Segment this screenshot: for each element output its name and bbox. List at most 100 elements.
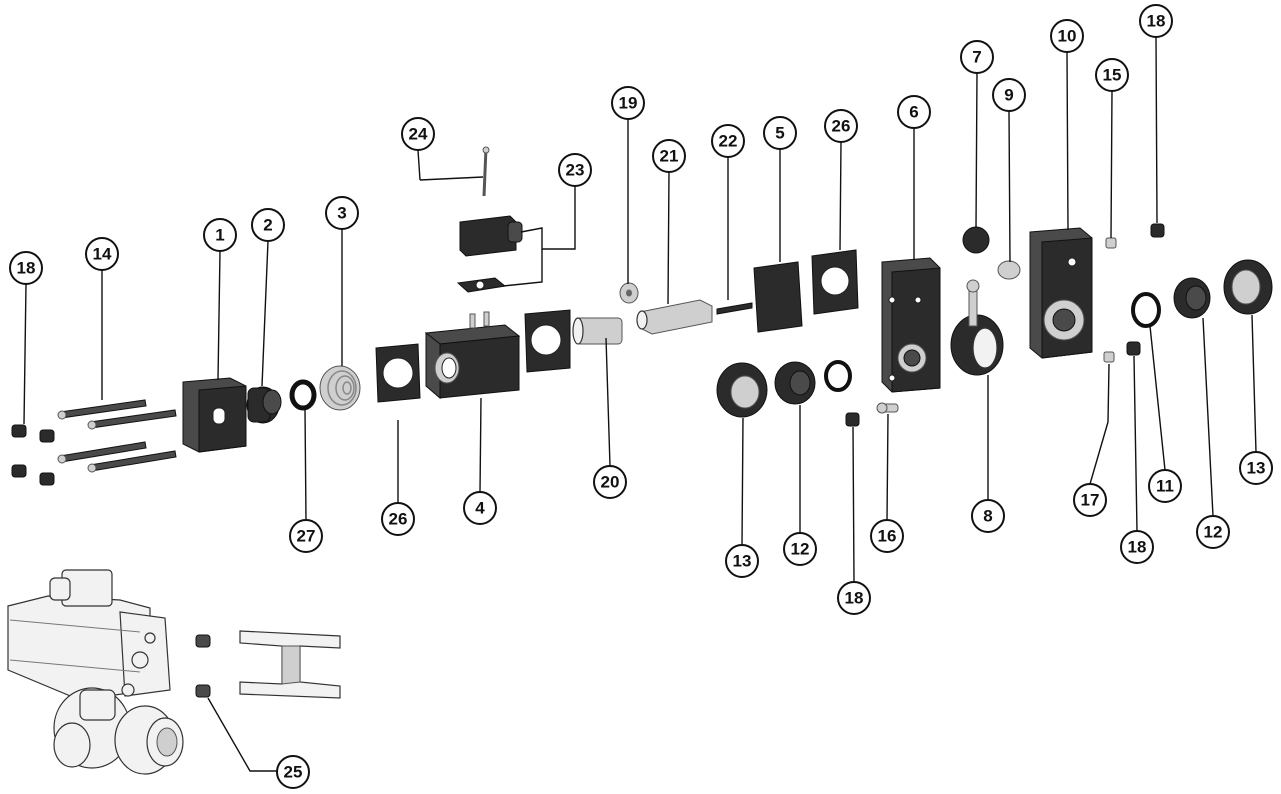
callout-20: 20 bbox=[593, 465, 627, 499]
callout-26-left: 26 bbox=[381, 502, 415, 536]
svg-text:21: 21 bbox=[660, 147, 679, 166]
part-17-nut bbox=[1103, 351, 1115, 363]
svg-text:17: 17 bbox=[1081, 491, 1100, 510]
assembled-valve bbox=[7, 569, 184, 775]
svg-text:23: 23 bbox=[566, 161, 585, 180]
callout-17: 17 bbox=[1073, 483, 1107, 517]
part-4-coil bbox=[424, 311, 521, 400]
callout-4: 4 bbox=[463, 491, 497, 525]
svg-text:12: 12 bbox=[1204, 523, 1223, 542]
part-20-tube bbox=[572, 317, 623, 345]
svg-text:22: 22 bbox=[719, 132, 738, 151]
svg-text:8: 8 bbox=[983, 507, 992, 526]
svg-text:13: 13 bbox=[733, 552, 752, 571]
svg-text:16: 16 bbox=[878, 527, 897, 546]
svg-text:27: 27 bbox=[297, 527, 316, 546]
callout-22: 22 bbox=[711, 124, 745, 158]
svg-text:18: 18 bbox=[17, 259, 36, 278]
callout-18-middle: 18 bbox=[837, 581, 871, 615]
part-5-plate bbox=[753, 261, 803, 333]
callout-13-right: 13 bbox=[1239, 451, 1273, 485]
svg-text:2: 2 bbox=[263, 216, 272, 235]
callout-10: 10 bbox=[1050, 19, 1084, 53]
svg-text:26: 26 bbox=[832, 117, 851, 136]
part-22-spring-rod bbox=[716, 302, 753, 315]
part-19-washer bbox=[619, 282, 639, 304]
part-26-gasket-middle bbox=[524, 309, 571, 373]
callout-25: 25 bbox=[276, 755, 310, 789]
svg-text:18: 18 bbox=[1128, 538, 1147, 557]
callout-11: 11 bbox=[1148, 469, 1182, 503]
part-o-ring-middle bbox=[824, 360, 852, 392]
callouts: 18 14 1 2 3 24 23 19 bbox=[9, 4, 1273, 789]
callout-5: 5 bbox=[763, 116, 797, 150]
callout-15: 15 bbox=[1095, 58, 1129, 92]
callout-6: 6 bbox=[897, 95, 931, 129]
callout-3: 3 bbox=[325, 196, 359, 230]
callout-13-left: 13 bbox=[725, 544, 759, 578]
svg-text:26: 26 bbox=[389, 510, 408, 529]
callout-18-far-left: 18 bbox=[9, 251, 43, 285]
part-7-cap bbox=[962, 226, 990, 254]
parts-layer bbox=[7, 146, 1273, 775]
svg-text:15: 15 bbox=[1103, 66, 1122, 85]
part-3-spring bbox=[319, 365, 361, 411]
callout-12-right: 12 bbox=[1196, 515, 1230, 549]
svg-text:10: 10 bbox=[1058, 27, 1077, 46]
part-16-screw bbox=[876, 402, 899, 414]
svg-text:12: 12 bbox=[791, 540, 810, 559]
part-21-plunger-tube bbox=[636, 299, 713, 335]
callout-14: 14 bbox=[85, 237, 119, 271]
callout-7: 7 bbox=[960, 40, 994, 74]
callout-23: 23 bbox=[558, 153, 592, 187]
callout-9: 9 bbox=[992, 78, 1026, 112]
svg-text:24: 24 bbox=[409, 125, 428, 144]
part-18-screw-top-right bbox=[1150, 223, 1165, 238]
leader-lines bbox=[23, 36, 1257, 772]
part-11-o-ring bbox=[1131, 292, 1161, 328]
svg-text:14: 14 bbox=[93, 245, 112, 264]
part-6-valve-body bbox=[881, 257, 941, 393]
callout-27: 27 bbox=[289, 519, 323, 553]
svg-text:7: 7 bbox=[972, 48, 981, 67]
part-9-plug bbox=[997, 260, 1021, 280]
part-18-screw-middle bbox=[845, 412, 860, 427]
part-14-bolts bbox=[57, 399, 177, 473]
callout-8: 8 bbox=[971, 499, 1005, 533]
part-12-union-right bbox=[1173, 277, 1211, 319]
part-23-connector bbox=[456, 215, 523, 293]
callout-21: 21 bbox=[652, 139, 686, 173]
part-13-nut-right bbox=[1223, 259, 1273, 315]
svg-text:5: 5 bbox=[775, 124, 784, 143]
part-26-gasket-right bbox=[811, 249, 859, 315]
svg-text:20: 20 bbox=[601, 473, 620, 492]
part-10-housing bbox=[1029, 227, 1093, 359]
callout-12-left: 12 bbox=[783, 532, 817, 566]
svg-text:18: 18 bbox=[845, 589, 864, 608]
part-13-nut-left bbox=[716, 362, 768, 418]
svg-text:1: 1 bbox=[215, 226, 224, 245]
part-12-union-left bbox=[774, 361, 816, 405]
callout-2: 2 bbox=[251, 208, 285, 242]
svg-text:18: 18 bbox=[1147, 12, 1166, 31]
callout-19: 19 bbox=[611, 86, 645, 120]
svg-text:3: 3 bbox=[337, 204, 346, 223]
callout-24: 24 bbox=[401, 117, 435, 151]
part-18-screws-left bbox=[11, 424, 55, 486]
svg-text:19: 19 bbox=[619, 94, 638, 113]
callout-26-right: 26 bbox=[824, 109, 858, 143]
callout-1: 1 bbox=[203, 218, 237, 252]
part-26-gasket-left bbox=[375, 343, 421, 403]
callout-16: 16 bbox=[870, 519, 904, 553]
part-27-o-ring bbox=[289, 379, 317, 411]
svg-text:11: 11 bbox=[1156, 477, 1174, 496]
part-8-diaphragm bbox=[950, 279, 1004, 376]
part-2-nozzle bbox=[246, 386, 282, 424]
part-24-pin bbox=[482, 146, 490, 197]
part-1-flange-block bbox=[182, 377, 247, 453]
part-15-nut bbox=[1105, 237, 1117, 249]
svg-text:25: 25 bbox=[284, 763, 303, 782]
part-25-bracket bbox=[195, 630, 341, 699]
part-18-screw-lower-right bbox=[1126, 341, 1141, 356]
